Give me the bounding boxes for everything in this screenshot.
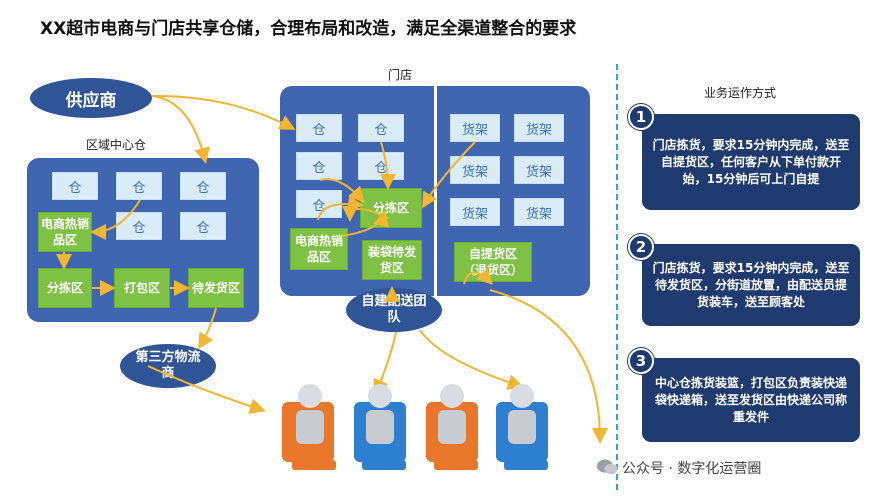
store-shelf: 货架	[514, 156, 564, 184]
store-shelf: 货架	[450, 114, 500, 142]
customer-figure	[354, 384, 406, 470]
watermark: 公众号 · 数字化运营圈	[622, 461, 762, 477]
ops-card-2: 门店拣货，要求15分钟内完成，送至待发货区，分街道放置，由配送员提货装车，送至顾…	[642, 244, 860, 326]
column-divider	[616, 64, 618, 490]
store-cell: 仓	[296, 114, 342, 142]
ops-card-3: 中心仓拣货装篮，打包区负责装快递袋快递箱，送至发货区由快递公司称重发件	[642, 358, 860, 442]
store-shelf: 货架	[514, 114, 564, 142]
ops-heading: 业务运作方式	[704, 86, 777, 100]
customer-figure	[282, 384, 336, 470]
customer-figure	[496, 384, 548, 470]
store-label: 门店	[388, 68, 413, 82]
dc-cell: 仓	[116, 212, 162, 240]
ops-badge-1: 1	[628, 104, 654, 130]
supplier-oval: 供应商	[30, 78, 152, 118]
wechat-icon	[596, 458, 618, 476]
store-hot-zone: 电商热销品区	[290, 228, 348, 270]
customer-figure	[426, 384, 478, 470]
third-party-oval: 第三方物流商	[120, 344, 216, 388]
page-title: XX超市电商与门店共享仓储，合理布局和改造，满足全渠道整合的要求	[40, 19, 577, 39]
ops-badge-2: 2	[628, 234, 654, 260]
customers-illustration	[282, 384, 548, 470]
store-cell: 仓	[296, 152, 342, 180]
ops-card-1: 门店拣货，要求15分钟内完成，送至自提货区，任何客户从下单付款开始，15分钟后可…	[642, 114, 860, 210]
dc-cell: 仓	[116, 172, 162, 200]
dc-cell: 仓	[52, 172, 98, 200]
dc-cell: 仓	[180, 212, 226, 240]
store-sort-zone: 分拣区	[360, 188, 422, 228]
regional-dc-label: 区域中心仓	[86, 138, 147, 152]
store-shelf: 货架	[514, 198, 564, 226]
dc-cell: 仓	[180, 172, 226, 200]
ops-badge-3: 3	[628, 348, 654, 374]
dc-hot-zone: 电商热销品区	[38, 212, 92, 252]
dc-sort-zone: 分拣区	[38, 268, 92, 308]
store-bag-wait-zone: 装袋待发货区	[362, 240, 422, 280]
store-cell: 仓	[358, 114, 404, 142]
dc-pack-zone: 打包区	[114, 268, 170, 308]
store-shelf: 货架	[450, 198, 500, 226]
